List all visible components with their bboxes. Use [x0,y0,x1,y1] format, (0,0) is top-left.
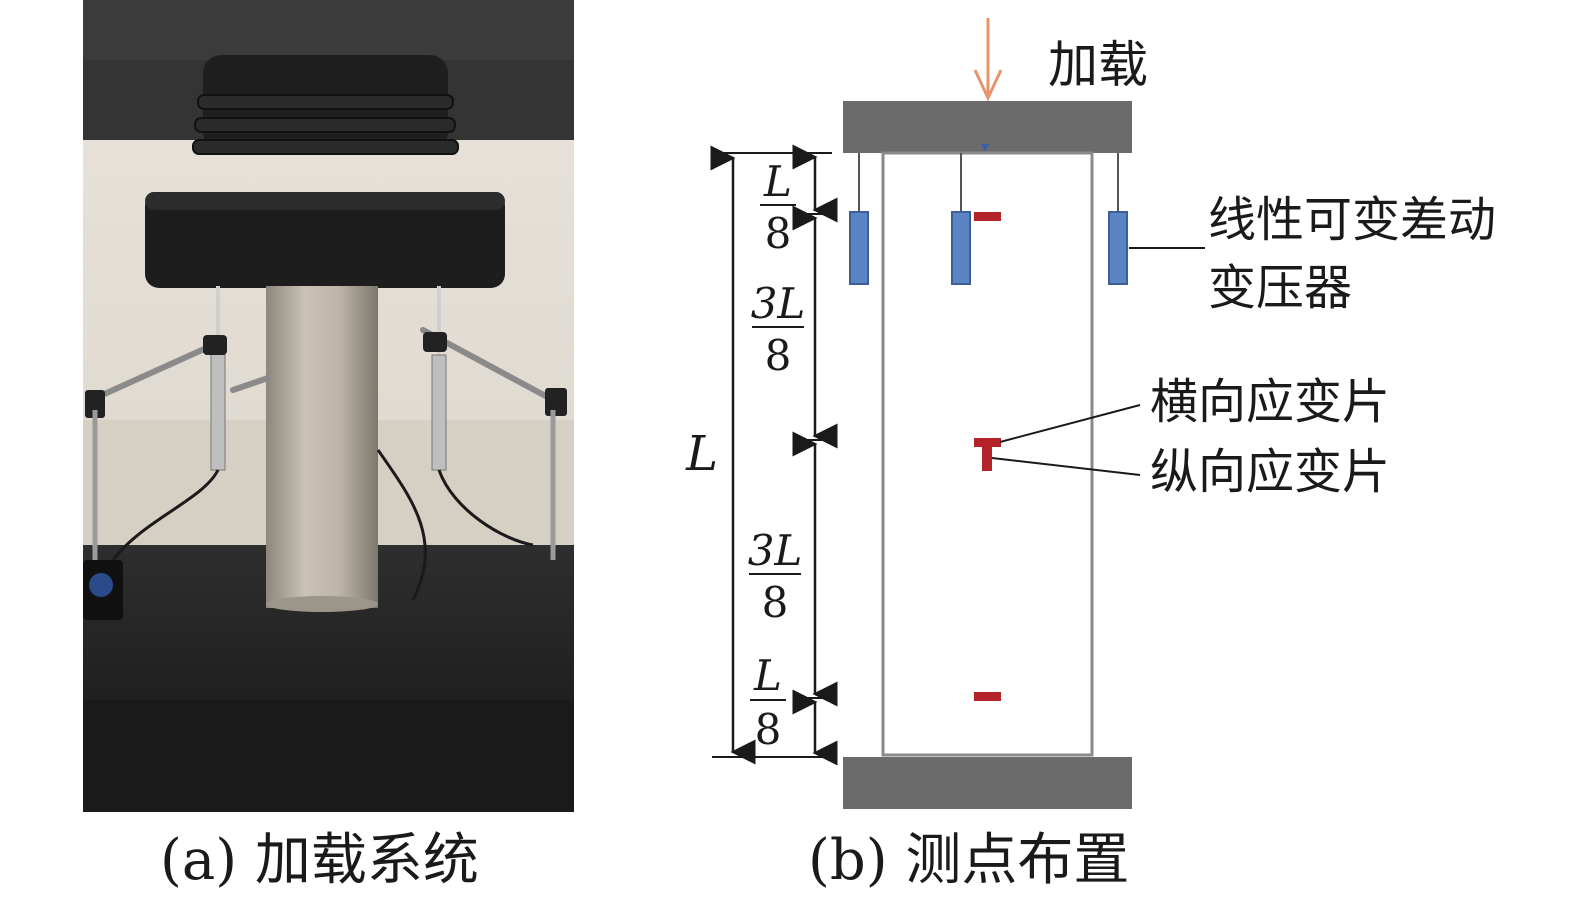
plate-center-mark [981,144,989,152]
specimen-outline [881,151,1094,757]
svg-text:8: 8 [765,209,792,258]
svg-text:8: 8 [765,331,792,380]
lvdt-label-line2: 变压器 [1208,260,1352,316]
lvdt-middle [951,153,971,285]
svg-text:L: L [763,157,792,206]
lvdt-right [1108,153,1128,285]
photo-caption: (a) 加载系统 [160,828,479,893]
svg-text:L: L [753,651,782,700]
diagram-caption: (b) 测点布置 [808,828,1130,893]
transverse-gauge-leader [999,404,1141,443]
load-arrow [973,18,1003,102]
strain-gauge-bottom [974,692,1001,701]
total-length-label: L [685,426,718,482]
loading-system-photo [83,0,574,812]
fraction-3: 3L 8 [748,526,803,627]
fraction-2: 3L 8 [751,279,806,380]
longitudinal-gauge-label: 纵向应变片 [1150,444,1390,500]
svg-text:3L: 3L [748,526,803,575]
strain-gauge-top [974,212,1001,221]
bottom-loading-plate [843,757,1132,809]
svg-text:8: 8 [755,705,782,754]
strain-gauge-mid-t [974,438,1001,471]
lvdt-left [849,153,869,285]
lvdt-label-line1: 线性可变差动 [1208,192,1496,248]
transverse-gauge-label: 横向应变片 [1150,374,1390,430]
svg-text:3L: 3L [751,279,806,328]
fraction-1: L 8 [760,157,796,258]
svg-text:8: 8 [762,578,789,627]
longitudinal-gauge-leader [991,457,1141,476]
fraction-4: L 8 [750,651,786,754]
load-label: 加载 [1048,36,1148,94]
